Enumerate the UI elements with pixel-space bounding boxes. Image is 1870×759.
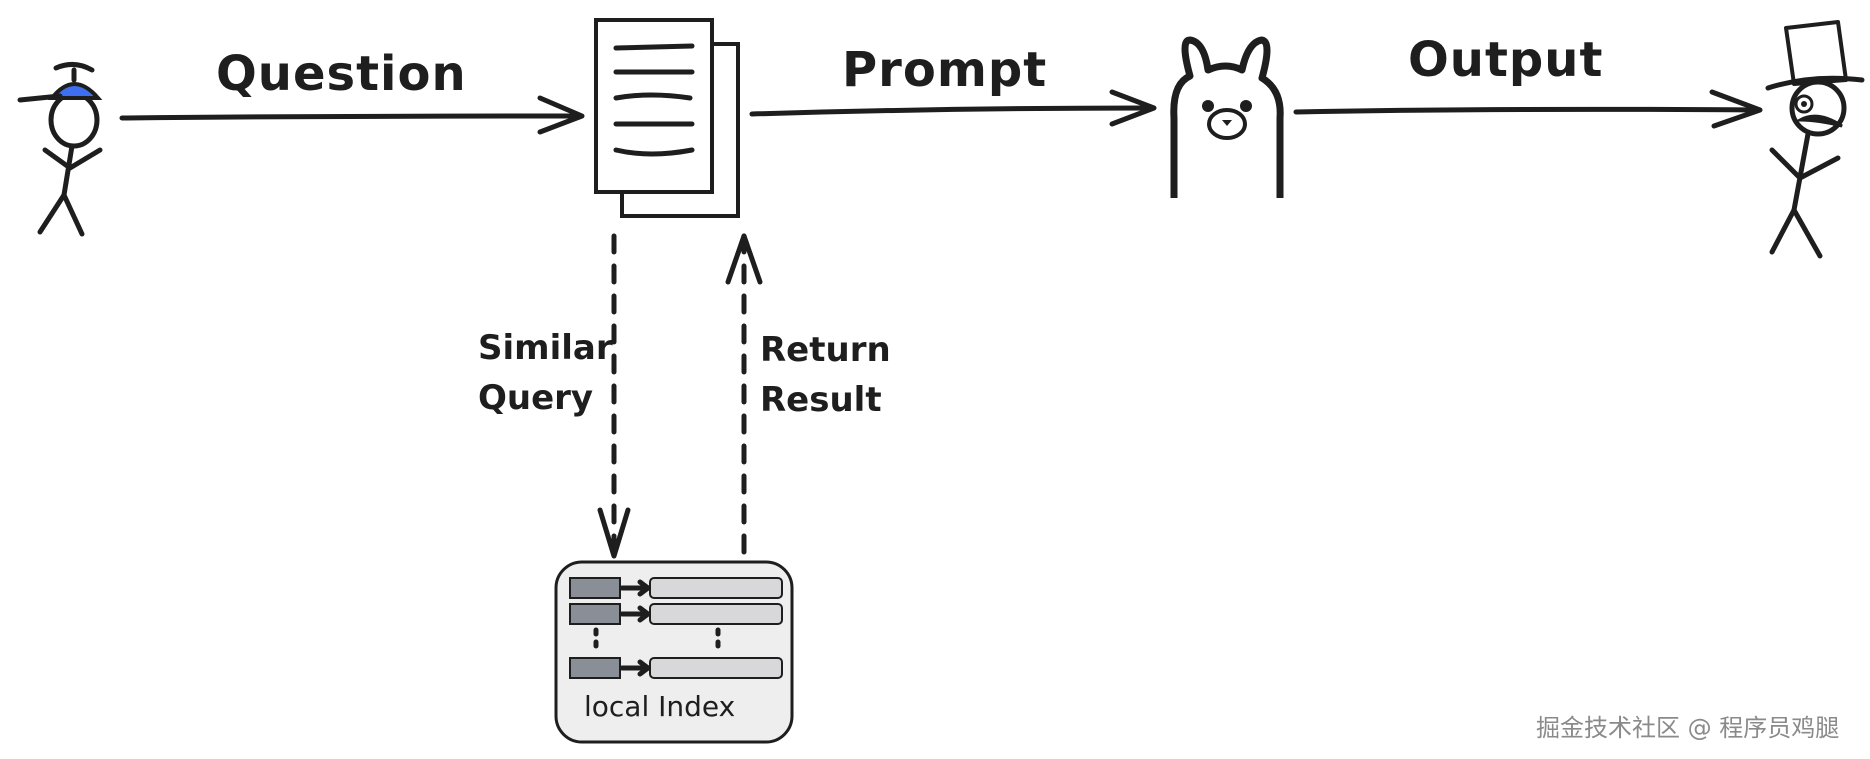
similar-query-label-line2: Query [478, 378, 594, 418]
prompt-arrow [749, 89, 1157, 127]
return-result-arrow [725, 233, 763, 555]
local-index-icon [554, 560, 794, 744]
question-arrow [119, 95, 585, 135]
prompt-label: Prompt [842, 42, 1048, 98]
document-stack-icon [594, 18, 740, 218]
watermark-text: 掘金技术社区 @ 程序员鸡腿 [1536, 714, 1840, 742]
question-label: Question [216, 46, 467, 102]
similar-query-arrow [597, 233, 631, 559]
user-stick-figure-icon [17, 62, 103, 237]
llama-icon [1170, 36, 1284, 198]
top-hat-stick-figure-icon [1765, 20, 1865, 259]
similar-query-label-line1: Similar [478, 328, 613, 368]
local-index-label: local Index [584, 690, 736, 723]
output-label: Output [1408, 32, 1604, 88]
output-arrow [1293, 89, 1763, 129]
return-result-label-line1: Return [760, 330, 891, 370]
return-result-label-line2: Result [760, 380, 882, 420]
